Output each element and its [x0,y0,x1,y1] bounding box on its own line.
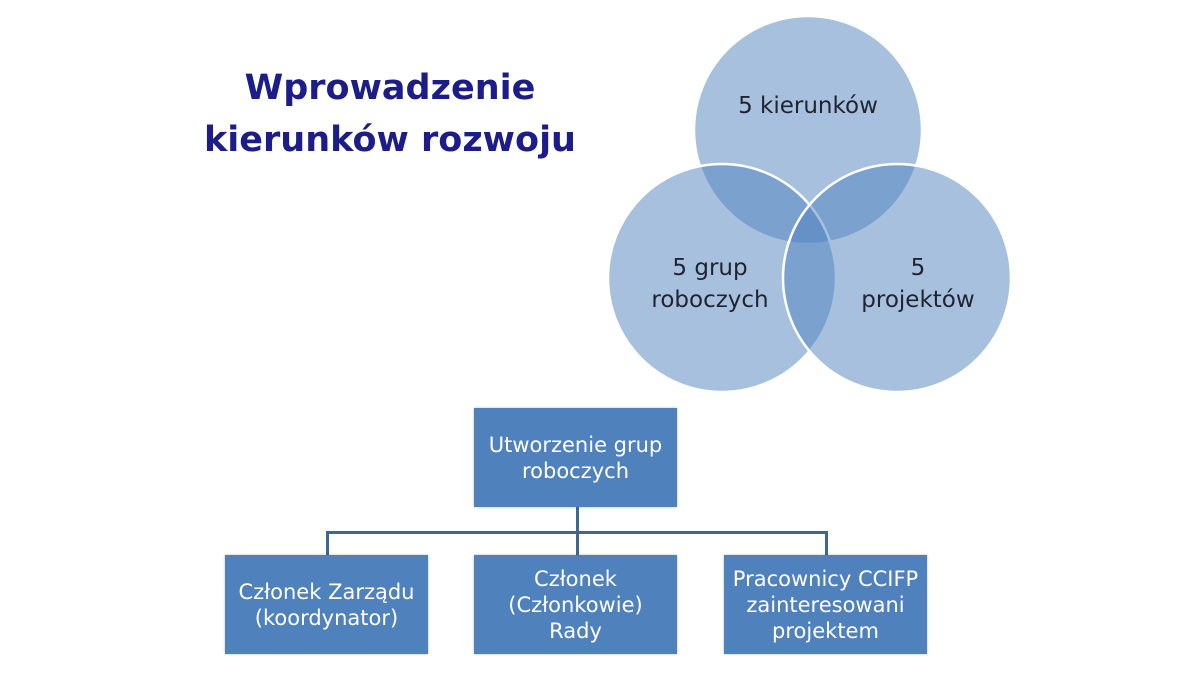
org-child-line2: (Członkowie) [508,592,643,617]
org-child-line2: (koordynator) [254,605,399,630]
org-root-line1: Utworzenie grup [488,432,663,457]
org-child-council-member: Członek(Członkowie)Rady [474,555,677,654]
org-child-line1: Członek [534,566,617,591]
org-child-line1: Członek Zarządu [238,579,415,604]
connector-right-vertical [825,531,828,555]
venn-label-groups-line2: roboczych [651,287,769,313]
title-line-1: Wprowadzenie [244,68,536,108]
title-line-2: kierunków rozwoju [204,120,576,160]
venn-circle-projects [781,162,1013,394]
venn-label-projects-line2: projektów [861,287,975,313]
org-root-line2: roboczych [521,458,630,483]
org-child-line2: zainteresowani [746,592,905,617]
org-child-line3: projektem [772,618,879,643]
venn-label-projects-line1: 5 [910,255,926,281]
slide-title: Wprowadzenie kierunków rozwoju [170,62,610,166]
org-child-line3: Rady [549,618,602,643]
org-child-board-member: Członek Zarządu(koordynator) [225,555,428,654]
venn-label-groups-line1: 5 grup [672,255,748,281]
connector-left-vertical [326,531,329,555]
venn-label-projects: 5 projektów [818,252,1018,316]
venn-diagram [606,14,1013,394]
connector-horizontal [326,531,828,534]
venn-label-directions: 5 kierunków [738,93,878,119]
venn-label-groups: 5 grup roboczych [610,252,810,316]
org-child-line1: Pracownicy CCIFP [732,566,919,591]
